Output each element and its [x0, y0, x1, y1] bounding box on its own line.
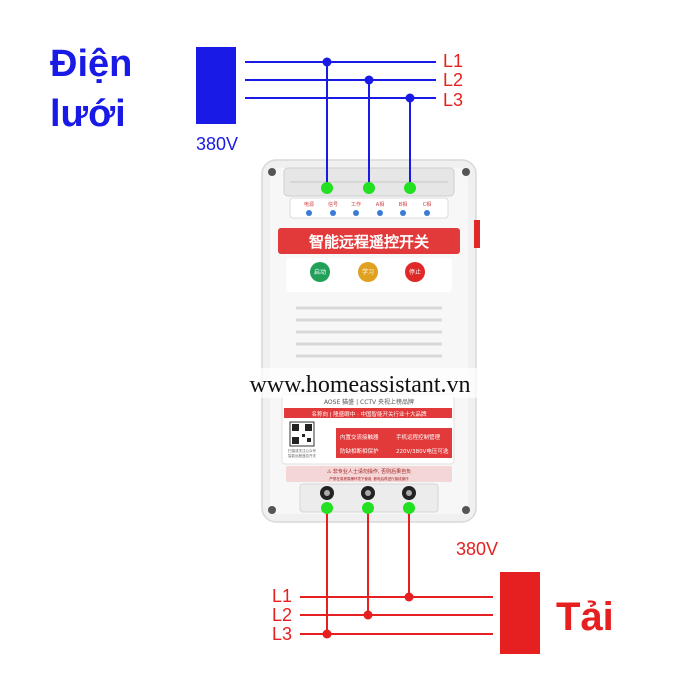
grid-title-line1: Điện: [50, 43, 132, 85]
indicator-label-power: 电源: [304, 201, 314, 208]
stop-button[interactable]: [405, 262, 425, 282]
indicator-label-phase-c: C相: [423, 201, 432, 208]
qr-code: [289, 421, 315, 447]
watermark: www.homeassistant.vn: [249, 372, 470, 398]
load-line-l3: L3: [272, 624, 292, 644]
feature-phase-protect: 防缺相断相保护: [340, 447, 379, 455]
warning-subtext: 严禁在易燃易爆环境下使用, 断电后再进行接线操作: [329, 476, 409, 481]
load-block: [500, 572, 540, 654]
load-line-l1: L1: [272, 586, 292, 606]
switch-device: [261, 159, 480, 523]
feature-contactor: 内置交流接触器: [340, 433, 379, 441]
warning-text: ⚠ 非专业人士请勿操作, 否则后果自负: [327, 468, 411, 475]
grid-line-l1: L1: [443, 51, 463, 71]
indicator-label-phase-b: B相: [399, 201, 407, 208]
load-title: Tải: [556, 595, 614, 639]
grid-voltage: 380V: [196, 134, 238, 154]
stop-button-label: 停止: [409, 268, 421, 276]
grid-line-l2: L2: [443, 70, 463, 90]
vent-slots: [296, 306, 442, 358]
learn-button-label: 学习: [362, 268, 374, 276]
grid-source-block: [196, 47, 236, 124]
indicator-label-phase-a: A相: [376, 201, 384, 208]
grid-junction-dots: [322, 57, 415, 103]
load-bus-lines: [300, 508, 493, 635]
feature-remote: 手机远程控制管理: [396, 433, 441, 441]
output-terminals: [321, 502, 415, 514]
qr-caption-2: 智能远程遥控开关: [288, 453, 316, 458]
feature-voltage: 220V/380V电压可选: [396, 447, 449, 455]
award-line: 名称向 | 隆盛眼中 · 中国智能开关行业十大品牌: [311, 410, 427, 418]
output-terminal-screws: [320, 486, 416, 500]
grid-line-l3: L3: [443, 90, 463, 110]
load-junction-dots: [322, 592, 414, 639]
load-line-l2: L2: [272, 605, 292, 625]
indicator-leds: [306, 210, 430, 216]
device-banner-text: 智能远程遥控开关: [309, 233, 429, 251]
indicator-label-signal: 信号: [328, 201, 338, 208]
qr-caption-1: 扫描或关注公众号: [288, 448, 316, 453]
learn-button[interactable]: [358, 262, 378, 282]
indicator-label-work: 工作: [351, 201, 361, 208]
start-button[interactable]: [310, 262, 330, 282]
start-button-label: 启动: [314, 268, 326, 276]
grid-title-line2: lưới: [50, 93, 126, 135]
input-terminals: [321, 182, 416, 194]
load-voltage: 380V: [456, 539, 498, 559]
brand-line: AOSE 猫盛 | CCTV 央视上榜品牌: [324, 398, 414, 406]
device-banner: [278, 228, 460, 254]
grid-bus-lines: [245, 61, 436, 188]
